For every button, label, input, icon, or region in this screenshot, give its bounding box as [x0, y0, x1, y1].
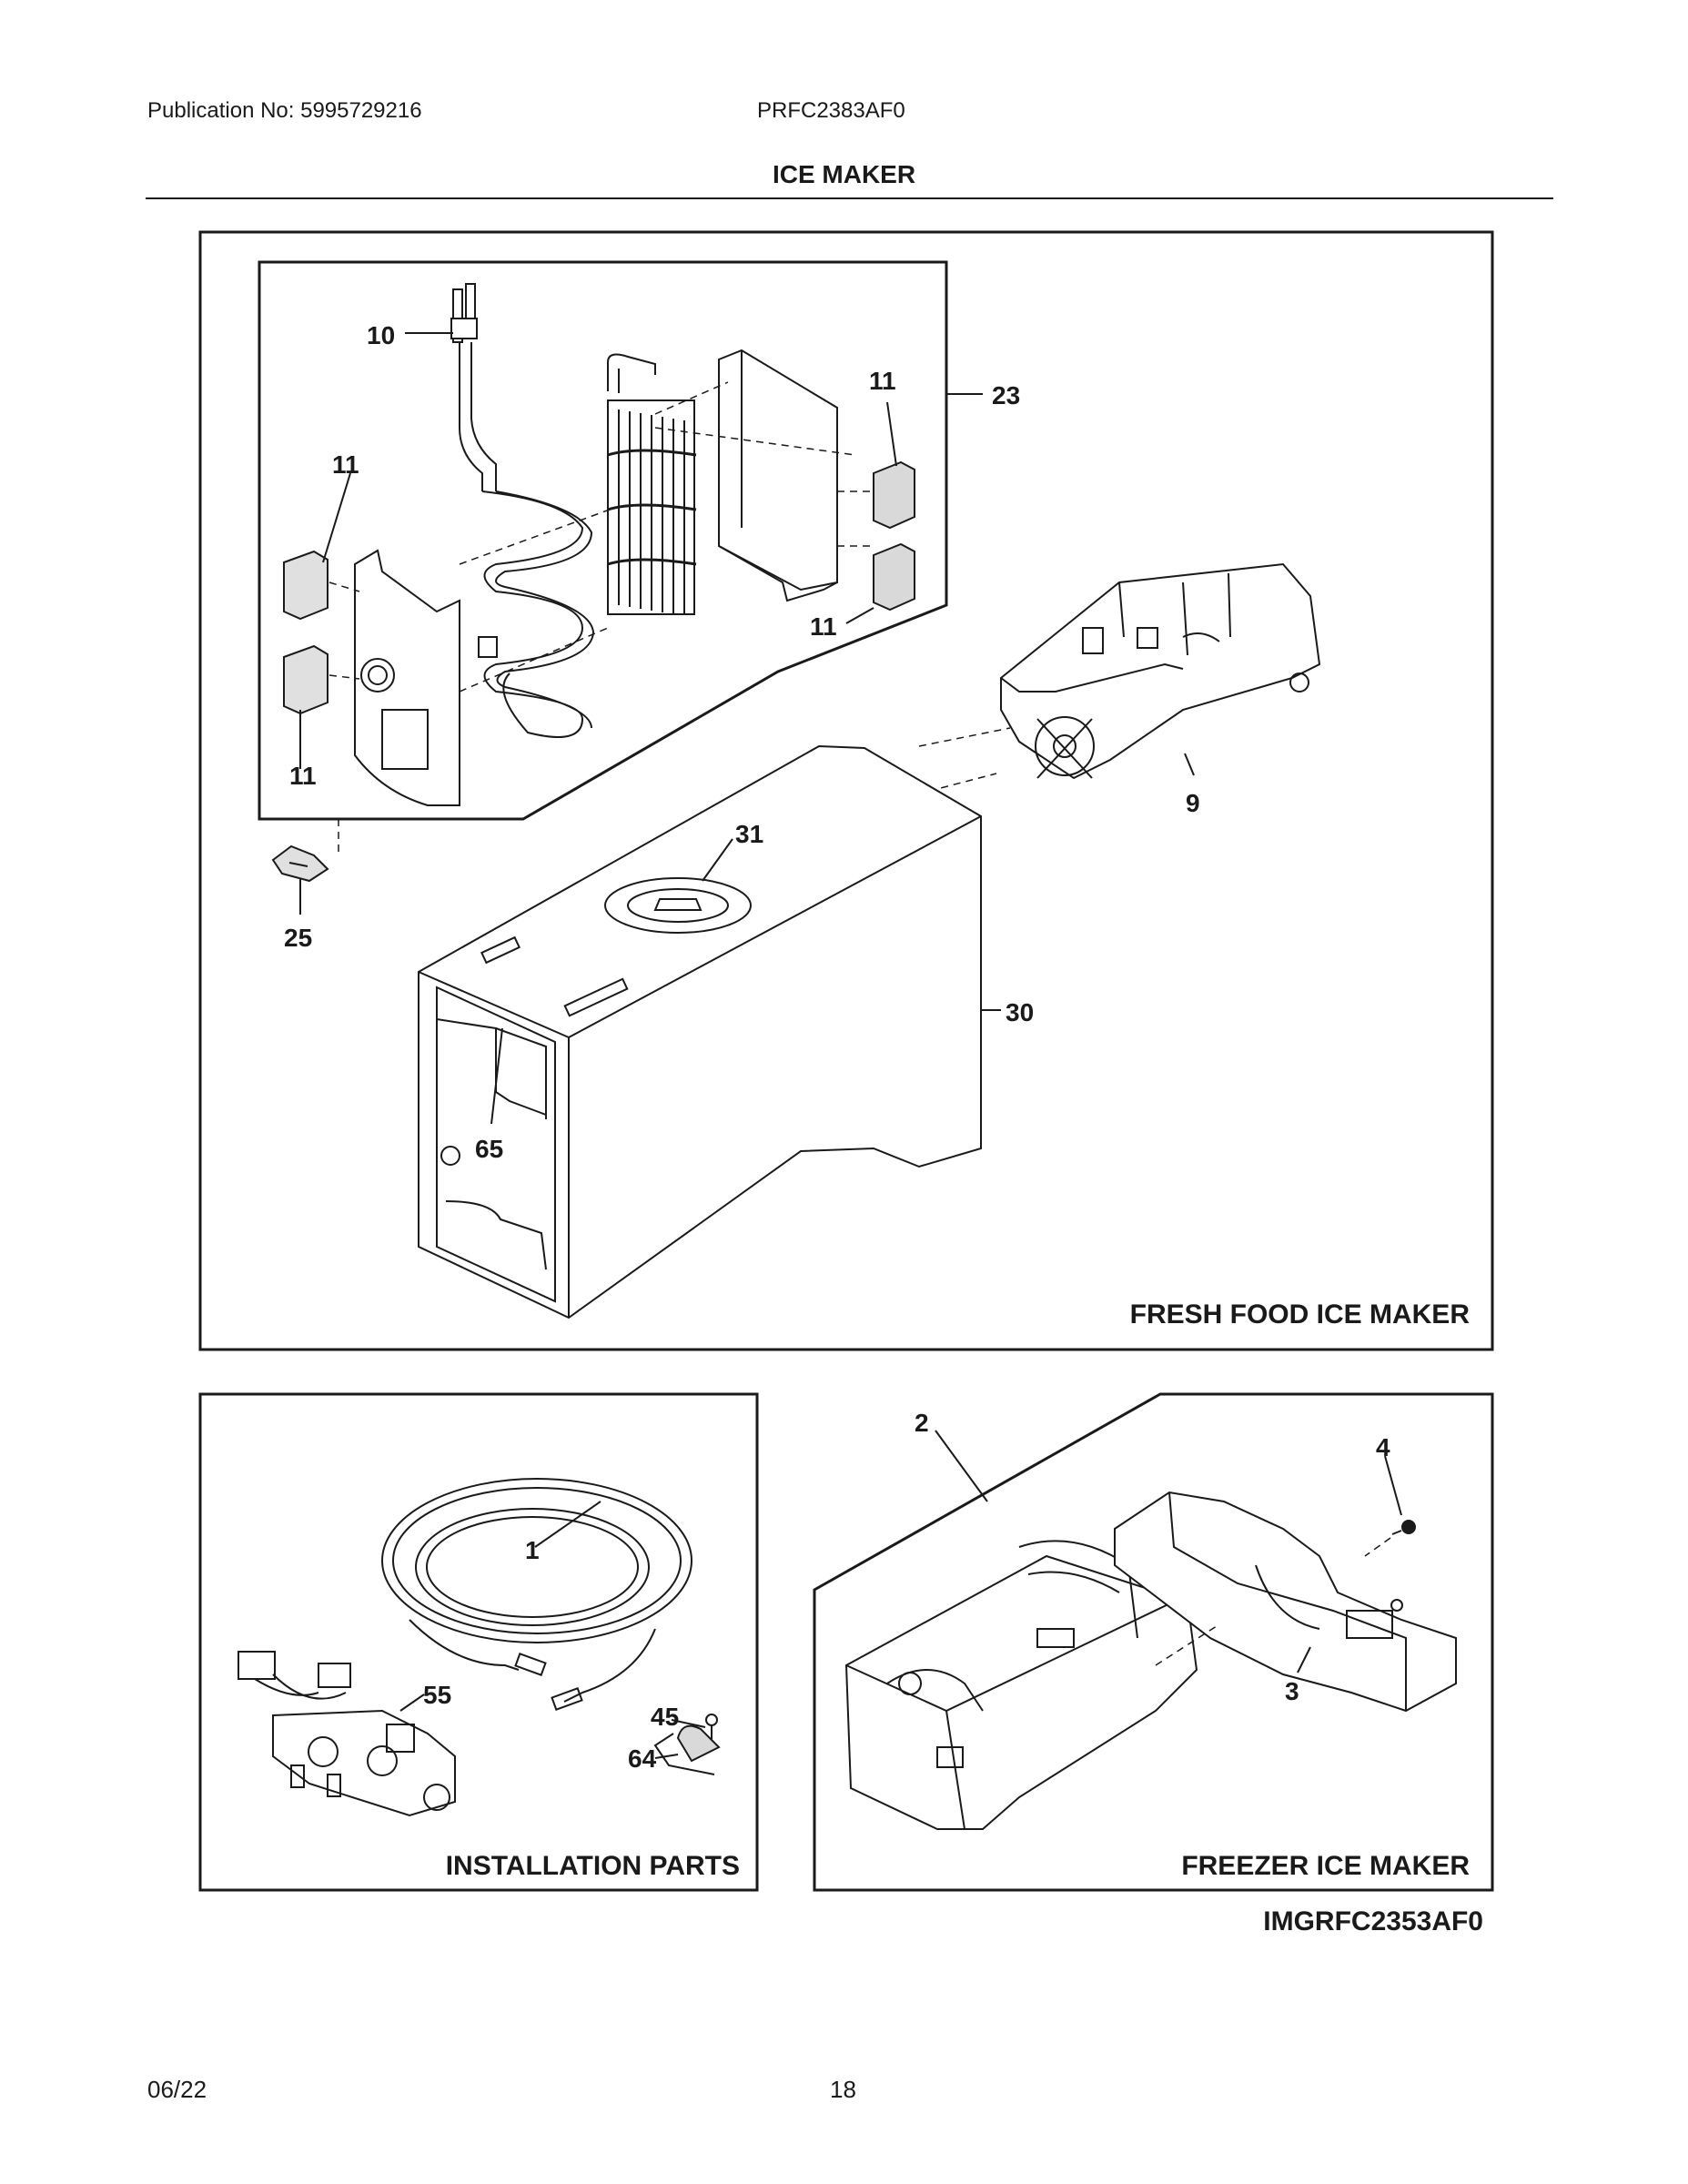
model-number: PRFC2383AF0 — [757, 98, 905, 123]
publication-number: Publication No: 5995729216 — [147, 98, 422, 123]
page-title: ICE MAKER — [772, 160, 916, 188]
installation-panel-label: INSTALLATION PARTS — [446, 1851, 740, 1881]
callout-9: 9 — [1186, 789, 1200, 817]
callout-31: 31 — [735, 820, 763, 848]
installation-panel: 1 55 45 64 INSTALLATION PARTS — [198, 1392, 759, 1892]
clip-parts — [283, 460, 915, 715]
ice-maker-unit — [1000, 562, 1321, 780]
callout-10: 10 — [367, 321, 395, 349]
evaporator-fins — [607, 353, 697, 615]
callout-64: 64 — [628, 1744, 657, 1773]
callout-25: 25 — [284, 924, 312, 952]
callout-11-bottom-right: 11 — [810, 612, 837, 641]
front-cover-panel — [354, 549, 460, 806]
title-rule — [146, 197, 1553, 199]
evaporator-tube — [450, 283, 595, 738]
callout-11-top-left: 11 — [332, 450, 359, 479]
fresh-food-panel: 10 11 11 11 11 23 9 31 25 30 65 FRESH FO… — [198, 230, 1494, 1351]
freezer-panel: 2 4 3 FREEZER ICE MAKER — [813, 1392, 1494, 1892]
page-number: 18 — [830, 2076, 856, 2103]
installation-frame — [198, 1392, 759, 1892]
water-tube-coil — [381, 1478, 692, 1711]
freezer-leaders — [935, 1430, 1402, 1673]
callout-11-top-right: 11 — [869, 367, 896, 395]
evaporator-cover — [718, 349, 838, 602]
callout-45: 45 — [651, 1703, 679, 1731]
fresh-food-panel-label: FRESH FOOD ICE MAKER — [1130, 1299, 1471, 1330]
fresh-food-frame — [198, 230, 1494, 1351]
freezer-bracket-housing — [1114, 1491, 1457, 1713]
callout-30: 30 — [1006, 998, 1034, 1026]
freezer-frame — [813, 1392, 1494, 1892]
water-valve-assembly — [238, 1651, 456, 1817]
freezer-ice-maker-body — [844, 1540, 1198, 1830]
installation-leaders — [399, 1501, 706, 1759]
callout-65: 65 — [475, 1135, 503, 1163]
footer-date: 06/22 — [147, 2076, 207, 2103]
clip-25 — [271, 844, 329, 883]
callout-4: 4 — [1376, 1433, 1390, 1461]
freezer-alignment-lines — [1155, 1537, 1391, 1666]
freezer-panel-label: FREEZER ICE MAKER — [1181, 1851, 1470, 1881]
fresh-food-leaders — [299, 332, 1195, 1125]
callout-55: 55 — [423, 1681, 451, 1709]
evaporator-assembly-frame — [258, 260, 948, 821]
screw-and-clamp — [653, 1714, 721, 1775]
screw-4 — [1391, 1520, 1416, 1535]
callout-2: 2 — [915, 1409, 929, 1437]
callout-23: 23 — [992, 381, 1020, 410]
callout-1: 1 — [525, 1536, 540, 1564]
callout-3: 3 — [1285, 1677, 1299, 1705]
callout-11-bottom-left: 11 — [289, 762, 317, 790]
ice-bucket-housing — [418, 744, 982, 1320]
image-id: IMGRFC2353AF0 — [1263, 1906, 1483, 1936]
